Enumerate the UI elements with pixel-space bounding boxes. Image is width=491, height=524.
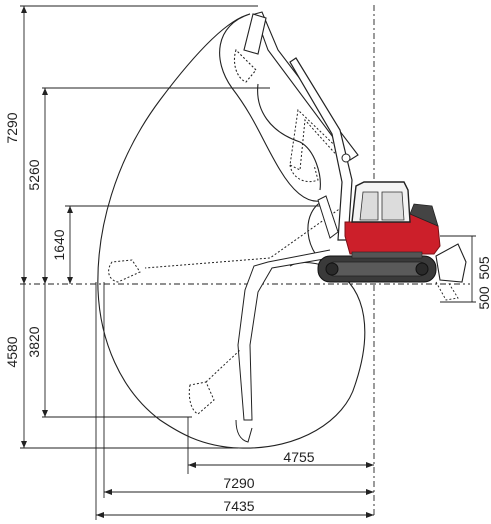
extension-lines	[20, 5, 476, 520]
inner-envelope-upper	[257, 83, 321, 191]
arrowheads	[21, 6, 374, 518]
dim-7290-vertical: 7290	[4, 112, 20, 143]
excavator-body	[317, 181, 467, 301]
dim-1640: 1640	[51, 229, 67, 260]
dozer-blade	[435, 243, 467, 283]
dim-5260: 5260	[26, 159, 42, 190]
dim-7290-horizontal: 7290	[223, 475, 254, 491]
dim-7435: 7435	[223, 498, 254, 514]
horizontal-dimension-lines	[96, 464, 374, 516]
dim-505: 505	[476, 256, 491, 280]
dim-4580: 4580	[4, 336, 20, 367]
arm-mid-position	[289, 108, 351, 183]
arm-down-position	[188, 249, 331, 443]
vertical-dimension-lines	[23, 6, 473, 448]
arm-reach-position	[108, 204, 346, 283]
dim-500: 500	[476, 286, 491, 310]
dim-3820: 3820	[26, 326, 42, 357]
dim-4755: 4755	[283, 449, 314, 465]
working-range-envelope	[97, 13, 366, 449]
